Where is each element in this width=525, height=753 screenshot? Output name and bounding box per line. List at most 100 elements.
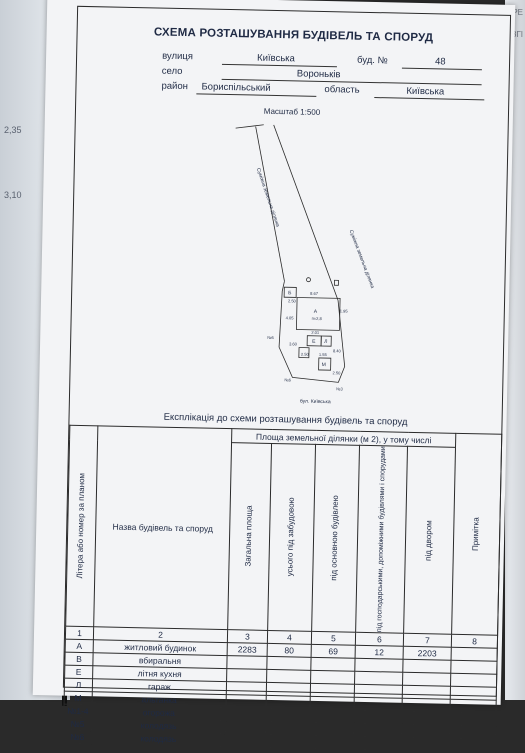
dimension-label: 3.60	[289, 341, 298, 346]
table-cell-total	[226, 655, 268, 670]
col-header-name: Назва будівель та споруд	[93, 425, 232, 630]
table-cell-note	[450, 686, 497, 701]
table-cell-aux	[354, 671, 403, 686]
table-cell-main	[310, 670, 355, 685]
site-plan: Суміжна земельна ділянка Суміжна земельн…	[235, 124, 376, 406]
table-cell-built	[265, 695, 311, 710]
table-cell-aux	[353, 697, 403, 712]
table-cell-yard	[401, 711, 451, 726]
plot-outline	[278, 281, 346, 383]
table-cell-total	[225, 720, 266, 735]
table-cell-note	[449, 725, 496, 740]
table-cell-lit: М	[64, 690, 93, 705]
document-title: СХЕМА РОЗТАШУВАННЯ БУДІВЕЛЬ ТА СПОРУД	[153, 26, 434, 45]
building-m-label: М	[322, 362, 326, 368]
column-number-cell: 7	[403, 633, 452, 648]
dimension-label: 8.67	[310, 291, 319, 296]
dimension-label: 4.05	[286, 315, 295, 320]
region-value: Київська	[406, 85, 445, 98]
col-header-aux: під господарськими, допоміжними будівлям…	[355, 445, 408, 634]
table-cell-note	[449, 712, 497, 727]
left-boundary-line	[255, 126, 285, 282]
background-fragment: 2,35	[4, 125, 22, 135]
page-frame: СХЕМА РОЗТАШУВАННЯ БУДІВЕЛЬ ТА СПОРУД ву…	[62, 5, 512, 753]
street-label: вулиця	[162, 50, 194, 63]
col-header-note: Примітка	[451, 433, 502, 636]
underline	[401, 67, 482, 71]
village-value: Вороньків	[296, 68, 341, 81]
table-cell-built	[265, 734, 310, 749]
table-cell-aux	[354, 658, 404, 673]
village-label: село	[161, 65, 183, 78]
col-header-main: під основною будівлею	[311, 444, 360, 633]
building-b	[283, 286, 297, 298]
street-value: Київська	[256, 52, 295, 65]
right-boundary-label: Суміжна земельна ділянка	[348, 229, 376, 289]
table-cell-yard: 2203	[403, 646, 452, 661]
document-page: СХЕМА РОЗТАШУВАННЯ БУДІВЕЛЬ ТА СПОРУД ву…	[32, 0, 516, 753]
table-cell-total	[226, 694, 267, 709]
left-boundary-label: Суміжна земельна ділянка	[255, 167, 281, 228]
well-label: №3	[336, 386, 343, 391]
table-cell-main: 69	[311, 644, 356, 659]
col-header-yard: під двором	[403, 446, 456, 635]
table-cell-yard	[402, 659, 452, 674]
column-number-cell: 6	[355, 632, 404, 647]
table-cell-aux	[353, 736, 402, 751]
background-fragment: 3,10	[4, 190, 22, 200]
table-cell-yard	[401, 737, 450, 752]
table-cell-total	[226, 681, 267, 696]
dimension-label: 2.50	[301, 352, 310, 357]
building-l-label: Л	[324, 339, 327, 345]
table-cell-aux: 12	[355, 645, 404, 660]
table-cell-note	[450, 660, 498, 675]
table-cell-main	[309, 722, 354, 737]
table-cell-main	[309, 696, 355, 711]
table-cell-lit: №6	[63, 729, 92, 744]
table-cell-total	[225, 707, 266, 722]
table-cell-built: 80	[267, 643, 312, 658]
explication-section: Експлікація до схеми розташування будіве…	[63, 407, 502, 753]
table-cell-main	[310, 657, 356, 672]
underline	[374, 97, 485, 101]
table-cell-note	[451, 647, 498, 662]
building-b-label: Б	[288, 290, 292, 296]
table-cell-note	[449, 738, 496, 753]
table-cell-total	[225, 733, 266, 748]
table-cell-total	[226, 668, 267, 683]
dimension-label: 1.95	[340, 308, 349, 313]
table-cell-built	[266, 656, 312, 671]
table-cell-main	[309, 735, 354, 750]
building-a-area: п=2,8	[312, 316, 323, 321]
table-cell-aux	[354, 684, 403, 699]
table-cell-built	[266, 682, 311, 697]
building-e-label: Е	[312, 339, 316, 345]
table-cell-yard	[402, 672, 451, 687]
house-value: 48	[434, 56, 446, 68]
dimension-label: 2.50	[288, 298, 297, 303]
building-m	[318, 357, 332, 371]
building-l	[320, 335, 332, 347]
table-cell-lit: В	[64, 651, 94, 666]
table-cell-built	[265, 721, 310, 736]
background-fragment: ЗГІ	[511, 30, 523, 39]
table-cell-lit: №1-4	[63, 703, 93, 718]
table-cell-yard	[401, 698, 451, 713]
table-cell-lit: Е	[64, 664, 93, 679]
table-cell-built	[265, 708, 310, 723]
dimension-label: 2.01	[311, 330, 320, 335]
table-cell-main	[309, 709, 354, 724]
table-cell-lit: №5	[63, 716, 92, 731]
right-boundary-line	[273, 124, 339, 301]
col-header-litera: Літера або номер за планом	[65, 425, 98, 627]
auxiliary-structure	[298, 347, 310, 359]
table-cell-lit: А	[65, 638, 94, 653]
district-label: район	[161, 80, 189, 93]
house-label: буд. №	[356, 54, 388, 67]
street-name-label: бул. Київська	[300, 399, 331, 406]
plan-ticks	[235, 124, 264, 129]
dimension-label: 2.50	[332, 370, 341, 375]
column-number-cell: 3	[227, 629, 268, 644]
table-cell-lit: Л	[64, 677, 93, 692]
table-cell-name: колодязь	[91, 730, 226, 747]
